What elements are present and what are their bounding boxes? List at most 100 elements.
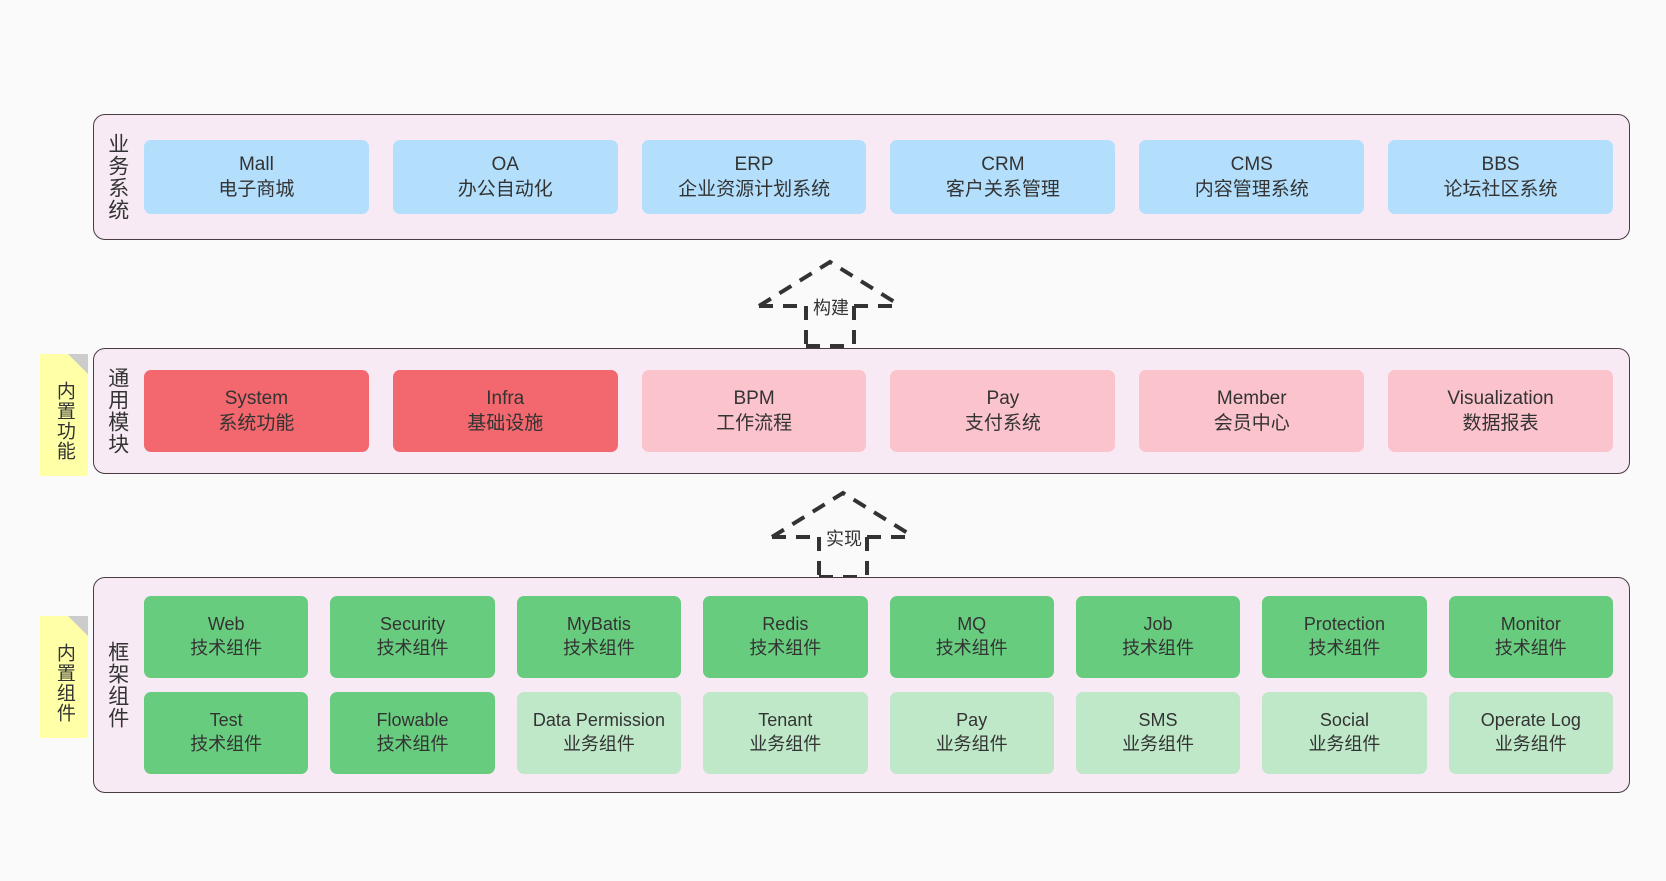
layer-title-framework-components: 框架组件 [105,641,129,729]
card-subtitle: 论坛社区系统 [1443,179,1558,200]
card-subtitle: 业务组件 [749,734,822,754]
card-tenant[interactable]: Tenant 业务组件 [703,692,868,774]
card-monitor[interactable]: Monitor 技术组件 [1448,596,1613,678]
card-subtitle: 办公自动化 [457,179,553,200]
layer-body-framework-components: Web 技术组件 Security 技术组件 MyBatis 技术组件 Redi… [140,578,1629,792]
card-bpm[interactable]: BPM 工作流程 [641,370,867,452]
card-subtitle: 技术组件 [190,734,263,754]
layer-business-systems: 业务系统 Mall 电子商城 OA 办公自动化 ERP 企业资源计划系统 CRM… [93,114,1630,240]
card-subtitle: 业务组件 [1494,734,1567,754]
card-title: CMS [1230,153,1273,175]
arrow-label-implement: 实现 [826,529,862,549]
card-subtitle: 客户关系管理 [945,179,1060,200]
card-visualization[interactable]: Visualization 数据报表 [1388,370,1613,452]
card-title: ERP [734,153,774,175]
card-mybatis[interactable]: MyBatis 技术组件 [516,596,682,678]
card-infra[interactable]: Infra 基础设施 [392,370,618,452]
card-member[interactable]: Member 会员中心 [1139,370,1365,452]
card-title: BBS [1481,153,1520,175]
card-title: CRM [981,153,1025,175]
layer-body-common-modules: System 系统功能 Infra 基础设施 BPM 工作流程 Pay 支付系统… [140,349,1629,473]
arrow-label-build: 构建 [813,298,849,318]
card-title: Mall [238,153,274,175]
card-title: Member [1216,387,1287,409]
card-title: Flowable [376,710,449,731]
card-bbs[interactable]: BBS 论坛社区系统 [1388,140,1613,214]
card-redis[interactable]: Redis 技术组件 [703,596,868,678]
layer-common-modules: 通用模块 System 系统功能 Infra 基础设施 BPM 工作流程 Pay… [93,348,1630,474]
card-pay[interactable]: Pay 支付系统 [890,370,1116,452]
card-subtitle: 技术组件 [562,638,635,658]
dashed-hollow-arrow-icon [757,259,903,348]
card-title: Infra [486,387,525,409]
card-test[interactable]: Test 技术组件 [144,692,309,774]
card-title: OA [491,153,519,175]
card-web[interactable]: Web 技术组件 [144,596,309,678]
card-subtitle: 技术组件 [190,638,263,658]
card-crm[interactable]: CRM 客户关系管理 [890,140,1116,214]
card-subtitle: 业务组件 [1122,734,1195,754]
card-data-permission[interactable]: Data Permission 业务组件 [516,692,682,774]
arrow-implement: 实现 [768,489,918,579]
card-operate-log[interactable]: Operate Log 业务组件 [1448,692,1613,774]
card-mq[interactable]: MQ 技术组件 [889,596,1054,678]
card-title: Data Permission [532,710,665,731]
card-row: Mall 电子商城 OA 办公自动化 ERP 企业资源计划系统 CRM 客户关系… [144,140,1613,214]
card-subtitle: 技术组件 [749,638,822,658]
card-pay-business[interactable]: Pay 业务组件 [889,692,1054,774]
card-subtitle: 内容管理系统 [1194,179,1309,200]
card-subtitle: 技术组件 [1308,638,1381,658]
card-title: System [224,387,289,409]
card-title: Monitor [1500,614,1561,635]
layer-body-business-systems: Mall 电子商城 OA 办公自动化 ERP 企业资源计划系统 CRM 客户关系… [140,115,1629,239]
card-subtitle: 电子商城 [218,179,295,200]
card-title: BPM [733,387,775,409]
sticky-note-label: 内置功能 [53,381,75,461]
card-row: Web 技术组件 Security 技术组件 MyBatis 技术组件 Redi… [144,596,1613,678]
card-job[interactable]: Job 技术组件 [1075,596,1241,678]
card-oa[interactable]: OA 办公自动化 [392,140,618,214]
card-subtitle: 技术组件 [935,638,1008,658]
card-mall[interactable]: Mall 电子商城 [144,140,369,214]
card-subtitle: 基础设施 [467,413,544,434]
card-title: MyBatis [566,614,631,635]
card-title: Pay [986,387,1020,409]
card-title: Security [380,614,446,635]
card-subtitle: 数据报表 [1462,413,1539,434]
card-subtitle: 业务组件 [1308,734,1381,754]
card-erp[interactable]: ERP 企业资源计划系统 [641,140,867,214]
card-subtitle: 业务组件 [935,734,1008,754]
card-subtitle: 技术组件 [376,638,449,658]
layer-title-common-modules: 通用模块 [105,367,129,455]
layer-framework-components: 框架组件 Web 技术组件 Security 技术组件 MyBatis 技术组件… [93,577,1630,793]
card-row: System 系统功能 Infra 基础设施 BPM 工作流程 Pay 支付系统… [144,370,1613,452]
card-sms[interactable]: SMS 业务组件 [1075,692,1241,774]
sticky-note-builtin-component: 内置组件 [40,616,88,738]
card-subtitle: 技术组件 [1122,638,1195,658]
card-subtitle: 业务组件 [562,734,635,754]
card-title: MQ [957,614,987,635]
card-title: Operate Log [1480,710,1581,731]
card-title: Tenant [758,710,813,731]
card-protection[interactable]: Protection 技术组件 [1262,596,1427,678]
card-social[interactable]: Social 业务组件 [1262,692,1427,774]
card-subtitle: 支付系统 [964,413,1041,434]
card-security[interactable]: Security 技术组件 [330,596,495,678]
card-flowable[interactable]: Flowable 技术组件 [330,692,495,774]
card-title: Web [207,614,245,635]
layer-title-business-systems: 业务系统 [105,133,129,221]
card-title: Job [1143,614,1173,635]
card-subtitle: 系统功能 [218,413,295,434]
sticky-note-label: 内置组件 [53,643,75,723]
card-title: Redis [762,614,809,635]
card-subtitle: 会员中心 [1213,413,1290,434]
card-subtitle: 工作流程 [716,413,793,434]
card-title: Test [209,710,243,731]
card-cms[interactable]: CMS 内容管理系统 [1139,140,1365,214]
card-subtitle: 技术组件 [1494,638,1567,658]
card-title: Social [1319,710,1369,731]
card-system[interactable]: System 系统功能 [144,370,369,452]
card-subtitle: 企业资源计划系统 [678,179,831,200]
arrow-build: 构建 [755,258,905,348]
